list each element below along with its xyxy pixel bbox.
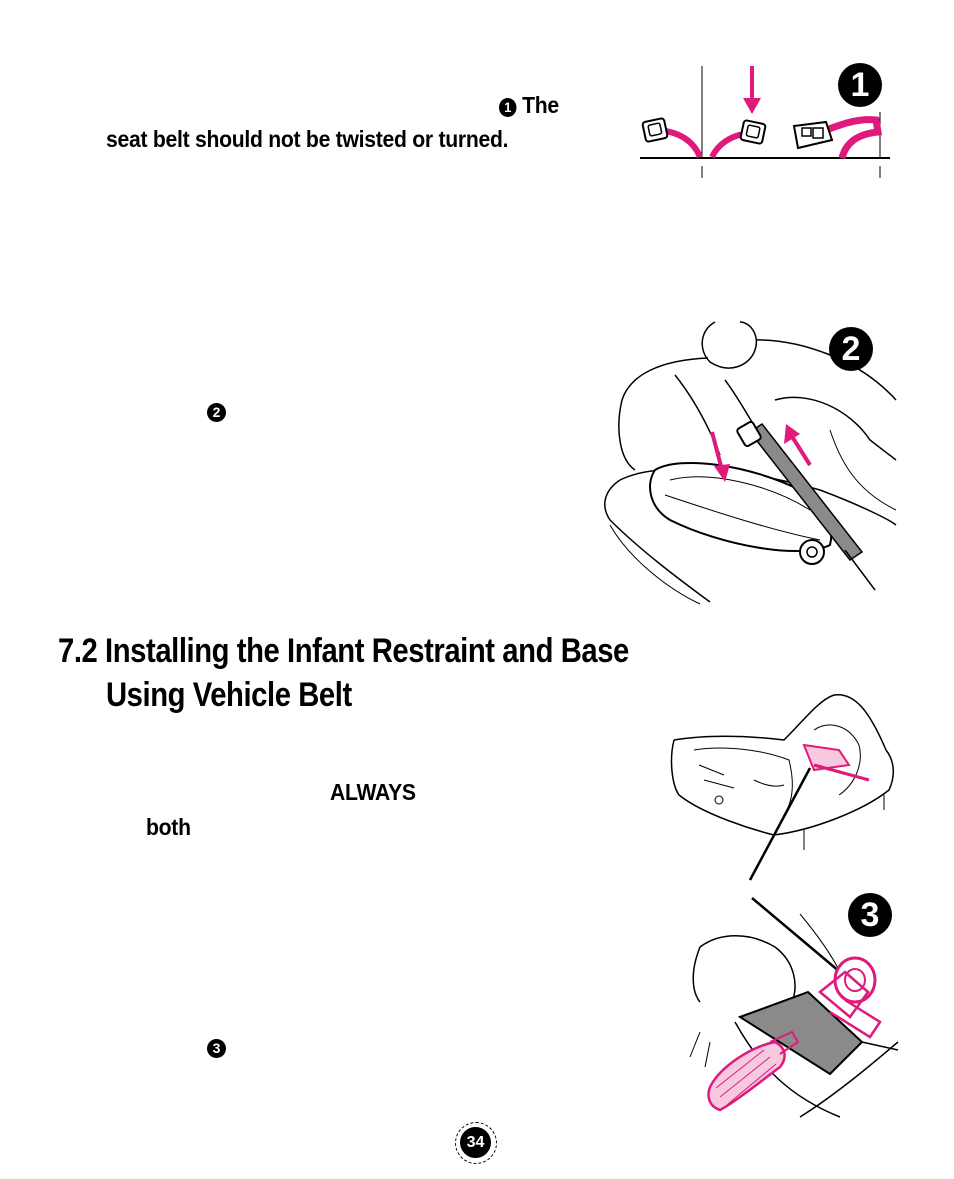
step1-caption-first-line: 1 The <box>499 92 559 119</box>
section-heading-line2: Using Vehicle Belt <box>106 676 352 714</box>
figure3-base-illustration <box>670 693 894 881</box>
figure1-buckle-illustration <box>640 66 890 178</box>
body-always-text: ALWAYS <box>330 779 416 805</box>
page-number-badge: 34 <box>455 1122 497 1164</box>
step1-number-icon: 1 <box>499 98 517 117</box>
section-heading-line1: 7.2 Installing the Infant Restraint and … <box>58 632 629 670</box>
step2-marker: 2 <box>207 403 226 423</box>
figure2-number: 2 <box>829 327 873 371</box>
step1-caption-second-line: seat belt should not be twisted or turne… <box>106 126 509 152</box>
step3-marker: 3 <box>207 1039 226 1059</box>
figure3-detail-illustration <box>689 897 899 1118</box>
step3-number-icon: 3 <box>207 1039 226 1058</box>
step2-number-icon: 2 <box>207 403 226 422</box>
figure3-number: 3 <box>848 893 892 937</box>
figure2-install-illustration <box>604 321 897 605</box>
figure1-number: 1 <box>838 63 882 107</box>
body-both-text: both <box>146 814 191 840</box>
page-number: 34 <box>460 1127 491 1158</box>
step1-text-the: The <box>522 92 559 118</box>
